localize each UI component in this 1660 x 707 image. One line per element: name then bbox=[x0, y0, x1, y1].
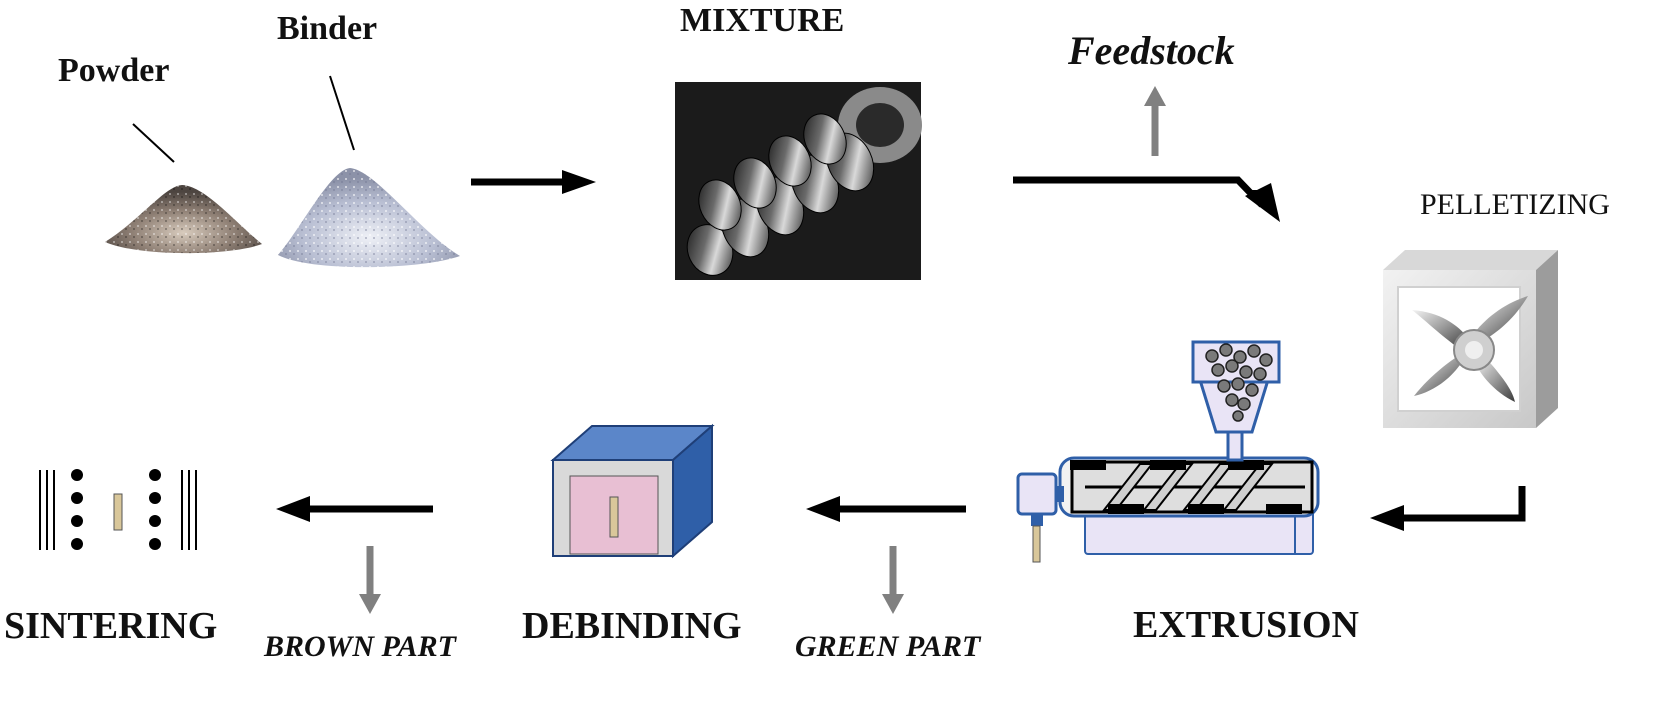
arrow-to-pelletizing bbox=[1013, 176, 1280, 222]
green-part-output-arrow bbox=[882, 546, 904, 614]
pelletizing-label: PELLETIZING bbox=[1420, 188, 1610, 221]
twin-screw-mixer bbox=[675, 82, 922, 280]
powder-label: Powder bbox=[58, 52, 170, 89]
arrow-to-extrusion bbox=[1370, 486, 1526, 531]
mixture-label: MIXTURE bbox=[680, 2, 845, 39]
powder-pile bbox=[105, 185, 262, 254]
feedstock-label: Feedstock bbox=[1068, 28, 1235, 73]
brown-part-output-arrow bbox=[359, 546, 381, 614]
arrow-to-mixture bbox=[471, 170, 596, 194]
binder-pile bbox=[278, 168, 460, 268]
feedstock-output-arrow bbox=[1144, 86, 1166, 156]
debinding-furnace bbox=[550, 423, 715, 559]
sintering-setup bbox=[39, 469, 197, 550]
green-part-label: GREEN PART bbox=[795, 630, 981, 663]
feedstock-pellets bbox=[1205, 343, 1273, 422]
binder-label: Binder bbox=[277, 10, 378, 47]
powder-leader-line bbox=[132, 123, 175, 163]
brown-part-label: BROWN PART bbox=[264, 630, 456, 663]
arrow-to-debinding bbox=[806, 496, 966, 522]
binder-leader-line bbox=[329, 75, 355, 151]
extruder-machine bbox=[1016, 340, 1320, 563]
extrusion-label: EXTRUSION bbox=[1133, 604, 1359, 646]
sintering-label: SINTERING bbox=[4, 605, 218, 647]
debinding-label: DEBINDING bbox=[522, 605, 742, 647]
pelletizer-blade-icon bbox=[1412, 296, 1528, 402]
arrow-to-sintering bbox=[276, 496, 433, 522]
